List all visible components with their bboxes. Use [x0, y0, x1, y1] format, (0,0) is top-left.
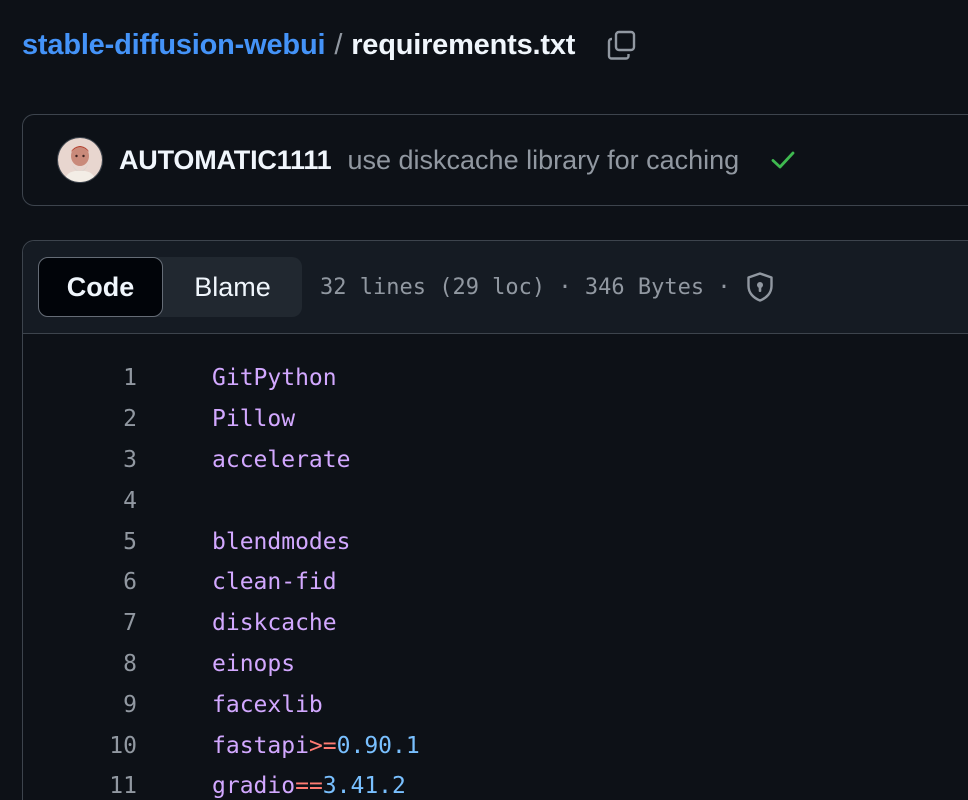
code-line: 8 einops — [23, 644, 968, 685]
code-line: 11 gradio==3.41.2 — [23, 766, 968, 800]
code-text: facexlib — [212, 692, 323, 718]
breadcrumb-file-name: requirements.txt — [351, 28, 576, 61]
code-line: 7 diskcache — [23, 603, 968, 644]
breadcrumb-repo-link[interactable]: stable-diffusion-webui — [22, 28, 326, 61]
copy-icon — [608, 30, 636, 60]
code-text: blendmodes — [212, 529, 350, 555]
commit-author[interactable]: AUTOMATIC1111 — [119, 144, 332, 175]
code-line: 1 GitPython — [23, 358, 968, 399]
package-name: blendmodes — [212, 528, 351, 555]
line-number[interactable]: 7 — [123, 610, 137, 637]
code-text: clean-fid — [212, 569, 337, 595]
commit-status-check[interactable] — [769, 146, 797, 174]
copy-path-button[interactable] — [605, 28, 639, 62]
view-mode-toggle: Code Blame — [38, 257, 302, 317]
code-line: 10 fastapi>=0.90.1 — [23, 725, 968, 766]
shield-icon — [746, 272, 773, 302]
code-text: accelerate — [212, 447, 350, 473]
line-number[interactable]: 10 — [109, 732, 137, 759]
line-number[interactable]: 11 — [109, 773, 137, 800]
line-number[interactable]: 3 — [123, 446, 137, 473]
code-text: GitPython — [212, 365, 337, 391]
line-number[interactable]: 6 — [123, 569, 137, 596]
package-name: fastapi — [212, 732, 309, 759]
line-number[interactable]: 5 — [123, 528, 137, 555]
code-text: fastapi>=0.90.1 — [212, 733, 420, 759]
package-name: accelerate — [212, 446, 351, 473]
version-number: 3.41.2 — [322, 773, 406, 800]
check-icon — [771, 151, 795, 169]
version-operator: == — [295, 773, 323, 800]
code-line: 3 accelerate — [23, 440, 968, 481]
package-name: facexlib — [212, 691, 323, 718]
code-line: 5 blendmodes — [23, 521, 968, 562]
package-name: gradio — [212, 773, 296, 800]
code-line: 9 facexlib — [23, 684, 968, 725]
file-stats: 32 lines (29 loc) · 346 Bytes · — [320, 274, 731, 300]
code-text: diskcache — [212, 610, 337, 636]
package-name: clean-fid — [212, 569, 337, 596]
commit-message[interactable]: use diskcache library for caching — [347, 144, 740, 175]
code-line: 6 clean-fid — [23, 562, 968, 603]
line-number[interactable]: 1 — [123, 365, 137, 392]
package-name: GitPython — [212, 365, 337, 392]
avatar[interactable] — [57, 137, 103, 183]
code-line: 4 — [23, 480, 968, 521]
line-number[interactable]: 9 — [123, 691, 137, 718]
file-header: Code Blame 32 lines (29 loc) · 346 Bytes… — [23, 241, 968, 334]
line-number[interactable]: 2 — [123, 406, 137, 433]
code-listing: 1 GitPython 2 Pillow 3 accelerate 4 5 blendmodes… — [23, 334, 968, 800]
line-number[interactable]: 4 — [123, 487, 137, 514]
version-operator: >= — [308, 732, 337, 759]
package-name: diskcache — [212, 610, 337, 637]
breadcrumb: stable-diffusion-webui / requirements.tx… — [22, 28, 639, 62]
code-text: einops — [212, 651, 295, 677]
code-line: 2 Pillow — [23, 399, 968, 440]
latest-commit-bar: AUTOMATIC1111 use diskcache library for … — [22, 114, 968, 206]
file-viewer: Code Blame 32 lines (29 loc) · 346 Bytes… — [22, 240, 968, 800]
code-text: Pillow — [212, 406, 295, 432]
tab-code[interactable]: Code — [38, 257, 163, 317]
line-number[interactable]: 8 — [123, 650, 137, 677]
security-button[interactable] — [745, 271, 775, 303]
breadcrumb-separator: / — [334, 28, 343, 61]
package-name: einops — [212, 650, 296, 677]
code-text: gradio==3.41.2 — [212, 773, 406, 799]
package-name: Pillow — [212, 406, 296, 433]
version-number: 0.90.1 — [336, 732, 420, 759]
tab-blame[interactable]: Blame — [194, 271, 271, 302]
